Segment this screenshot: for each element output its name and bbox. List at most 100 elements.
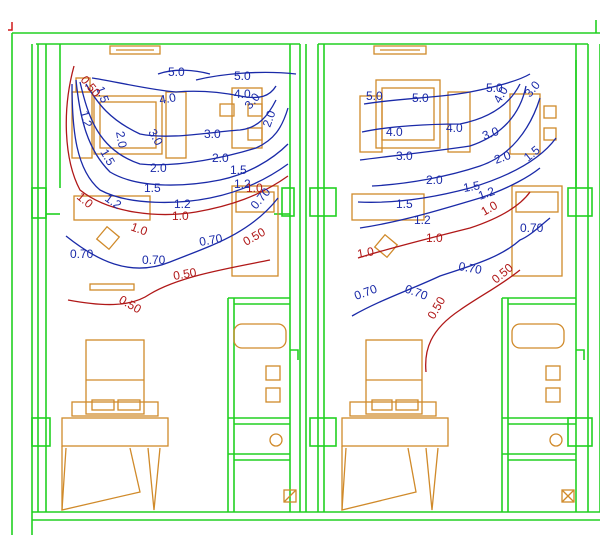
label-r-22: 0.70 — [520, 221, 544, 235]
corner-marker — [8, 22, 13, 31]
label-l-8: 2.0 — [150, 161, 167, 175]
label-l-9: 2.0 — [212, 151, 229, 165]
contour-left-1-5 — [75, 79, 289, 186]
chair-right-rot — [373, 233, 399, 259]
wardrobe-right-diagonal — [341, 447, 417, 511]
wall-right-jog-1 — [567, 187, 593, 217]
contour-left-2-0 — [79, 81, 289, 166]
coffee-table-left-inner — [99, 101, 157, 149]
label-r-20: 0.70 — [403, 282, 430, 303]
label-l-25: 0.70 — [198, 231, 224, 249]
pillow-left-2 — [117, 399, 141, 411]
wall-right-bath-door — [576, 349, 585, 360]
label-l-28: 0.50 — [172, 265, 198, 283]
wardrobe-left-diagonal-2 — [147, 447, 161, 511]
wall-center-jog-2 — [309, 417, 337, 447]
wardrobe-right — [341, 417, 449, 447]
label-r-23: 0.50 — [424, 294, 448, 322]
side-box-right-2 — [543, 127, 557, 141]
contour-left-4-0 — [91, 77, 277, 99]
label-r-9: 2.0 — [426, 173, 443, 187]
label-l-30: 0.50 — [117, 292, 145, 316]
label-r-15: 1.2 — [476, 184, 497, 203]
contour-right-1-0 — [357, 191, 531, 259]
window-unit-right — [373, 45, 427, 55]
side-box-left-2 — [219, 103, 235, 117]
drain-right-x2 — [561, 489, 575, 503]
sink-right-2 — [545, 387, 561, 403]
sink-left-1 — [265, 365, 281, 381]
bathtub-left — [233, 323, 287, 349]
label-l-0: 5.0 — [168, 65, 185, 79]
label-l-19: 1.0 — [74, 190, 96, 212]
contour-right-1-2 — [359, 167, 541, 229]
wardrobe-right-diagonal-2 — [425, 447, 439, 511]
label-l-14: 1.5 — [93, 84, 112, 105]
armchair-right-a — [359, 95, 383, 153]
label-r-16: 1.0 — [356, 244, 375, 261]
wardrobe-left — [61, 417, 169, 447]
contour-left-0-50 — [67, 259, 271, 306]
bed-left — [85, 339, 145, 415]
pillow-right-2 — [395, 399, 419, 411]
label-l-17: 1.2 — [174, 197, 191, 211]
contour-right-2-0 — [371, 97, 541, 187]
label-l-10: 2.0 — [260, 108, 279, 129]
label-l-21: 1.0 — [172, 209, 189, 223]
label-l-5: 3.0 — [204, 127, 221, 141]
label-r-10: 2.0 — [492, 148, 513, 167]
label-l-11: 1.5 — [97, 147, 118, 169]
label-r-2: 5.0 — [486, 81, 503, 95]
contour-right-0-50 — [425, 269, 521, 373]
label-l-18: 1.2 — [234, 177, 251, 191]
label-l-20: 1.0 — [129, 220, 150, 239]
contour-right-1-5 — [357, 137, 557, 203]
contours-right — [351, 73, 557, 373]
label-r-12: 1.5 — [462, 178, 481, 195]
cabinet-right — [511, 185, 563, 277]
label-l-13: 1.5 — [230, 163, 247, 177]
window-unit-left — [109, 45, 161, 55]
contour-left-5-0-b — [195, 71, 297, 81]
label-r-21: 0.70 — [457, 259, 483, 277]
sofa-right — [509, 93, 541, 155]
contour-left-3-0 — [85, 83, 277, 137]
contour-left-1-0 — [65, 65, 289, 216]
walls — [11, 20, 600, 535]
contour-right-3-0 — [359, 85, 527, 161]
bathtub-right — [511, 323, 565, 349]
desk-left — [73, 195, 151, 221]
headboard-right — [349, 401, 437, 417]
bed-right — [365, 339, 423, 415]
tv-stand-left — [89, 283, 135, 291]
label-r-11: 1.5 — [396, 197, 413, 211]
contour-labels-left: 5.0 5.0 4.0 4.0 3.0 3.0 3.0 2.0 2.0 2.0 … — [70, 65, 279, 316]
label-l-3: 4.0 — [234, 87, 251, 101]
label-l-4: 3.0 — [145, 127, 166, 149]
contour-left-5-0 — [157, 69, 211, 75]
label-r-6: 3.0 — [396, 149, 413, 163]
contour-right-5-0 — [363, 73, 531, 105]
pillow-right-1 — [371, 399, 393, 411]
contour-right-0-70 — [351, 217, 551, 317]
label-r-4: 4.0 — [446, 121, 463, 135]
label-l-24: 0.70 — [142, 253, 166, 267]
drain-left — [283, 489, 297, 503]
label-l-23: 0.70 — [70, 247, 94, 261]
label-r-1: 5.0 — [412, 91, 429, 105]
wall-left-jog-1 — [31, 187, 47, 219]
wall-left-bath-door-a — [290, 349, 299, 360]
desk-right — [351, 193, 425, 221]
contour-right-4-0 — [361, 83, 521, 133]
cabinet-right-inner — [515, 191, 559, 213]
label-r-7: 3.0 — [480, 124, 501, 143]
label-r-3: 4.0 — [386, 125, 403, 139]
contour-left-1-2 — [71, 83, 289, 204]
chair-left-rot — [95, 225, 121, 251]
label-l-22: 1.0 — [246, 181, 263, 195]
contours-left — [65, 65, 297, 306]
furniture-left-room — [61, 45, 297, 511]
wall-right-jog-2 — [567, 417, 593, 447]
furniture-right-room — [341, 45, 575, 511]
sink-left-2 — [265, 387, 281, 403]
